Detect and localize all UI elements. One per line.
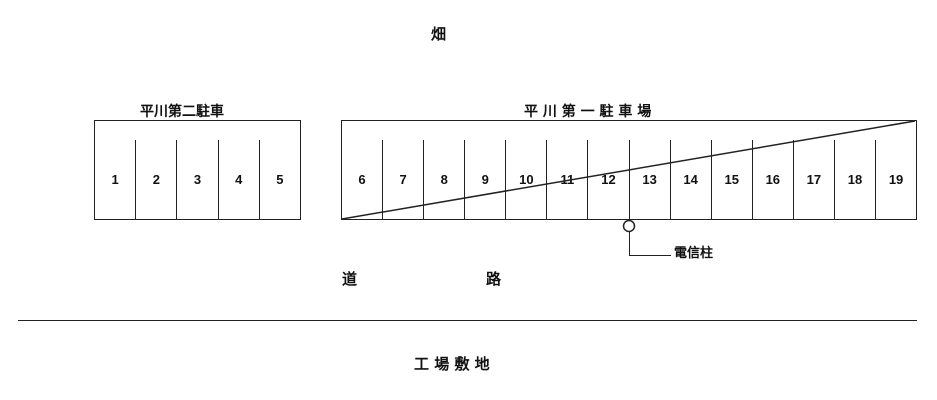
parking-stall: 13 [630, 140, 671, 219]
parking-stall: 1 [95, 140, 137, 219]
lot1-stall-row: 6 7 8 9 10 11 12 13 14 15 16 17 18 19 [341, 140, 917, 220]
parking-stall: 7 [383, 140, 425, 219]
parking-stall: 15 [712, 140, 753, 219]
road-boundary-line [18, 320, 917, 321]
road-label-left: 道 [342, 270, 358, 288]
field-label: 畑 [431, 25, 447, 43]
road-label-right: 路 [486, 270, 502, 288]
pole-label: 電信柱 [674, 246, 714, 261]
parking-stall: 19 [888, 172, 904, 187]
parking-stall: 16 [753, 140, 794, 219]
parking-stall: 5 [276, 172, 284, 187]
lot1-header-bar [341, 120, 917, 142]
utility-pole-marker [622, 219, 636, 233]
parking-stall: 10 [506, 140, 548, 219]
lot2-title: 平川第二駐車 [140, 104, 224, 120]
parking-stall: 12 [588, 140, 630, 219]
parking-stall: 11 [547, 140, 589, 219]
lot1-title: 平 川 第 一 駐 車 場 [524, 104, 652, 120]
factory-site-label: 工 場 敷 地 [414, 355, 490, 373]
lot2-header-bar [94, 120, 301, 142]
parking-stall: 17 [794, 140, 835, 219]
parking-stall: 9 [465, 140, 507, 219]
pole-leader-vertical [629, 232, 630, 255]
parking-stall: 18 [835, 140, 877, 219]
lot2-stall-row: 1 2 3 4 5 [94, 140, 301, 220]
parking-stall: 14 [671, 140, 712, 219]
parking-stall: 8 [424, 140, 466, 219]
parking-stall: 6 [342, 140, 384, 219]
parking-stall: 4 [219, 140, 260, 219]
pole-leader-horizontal [629, 255, 671, 256]
parking-stall: 3 [177, 140, 219, 219]
parking-stall: 2 [136, 140, 178, 219]
